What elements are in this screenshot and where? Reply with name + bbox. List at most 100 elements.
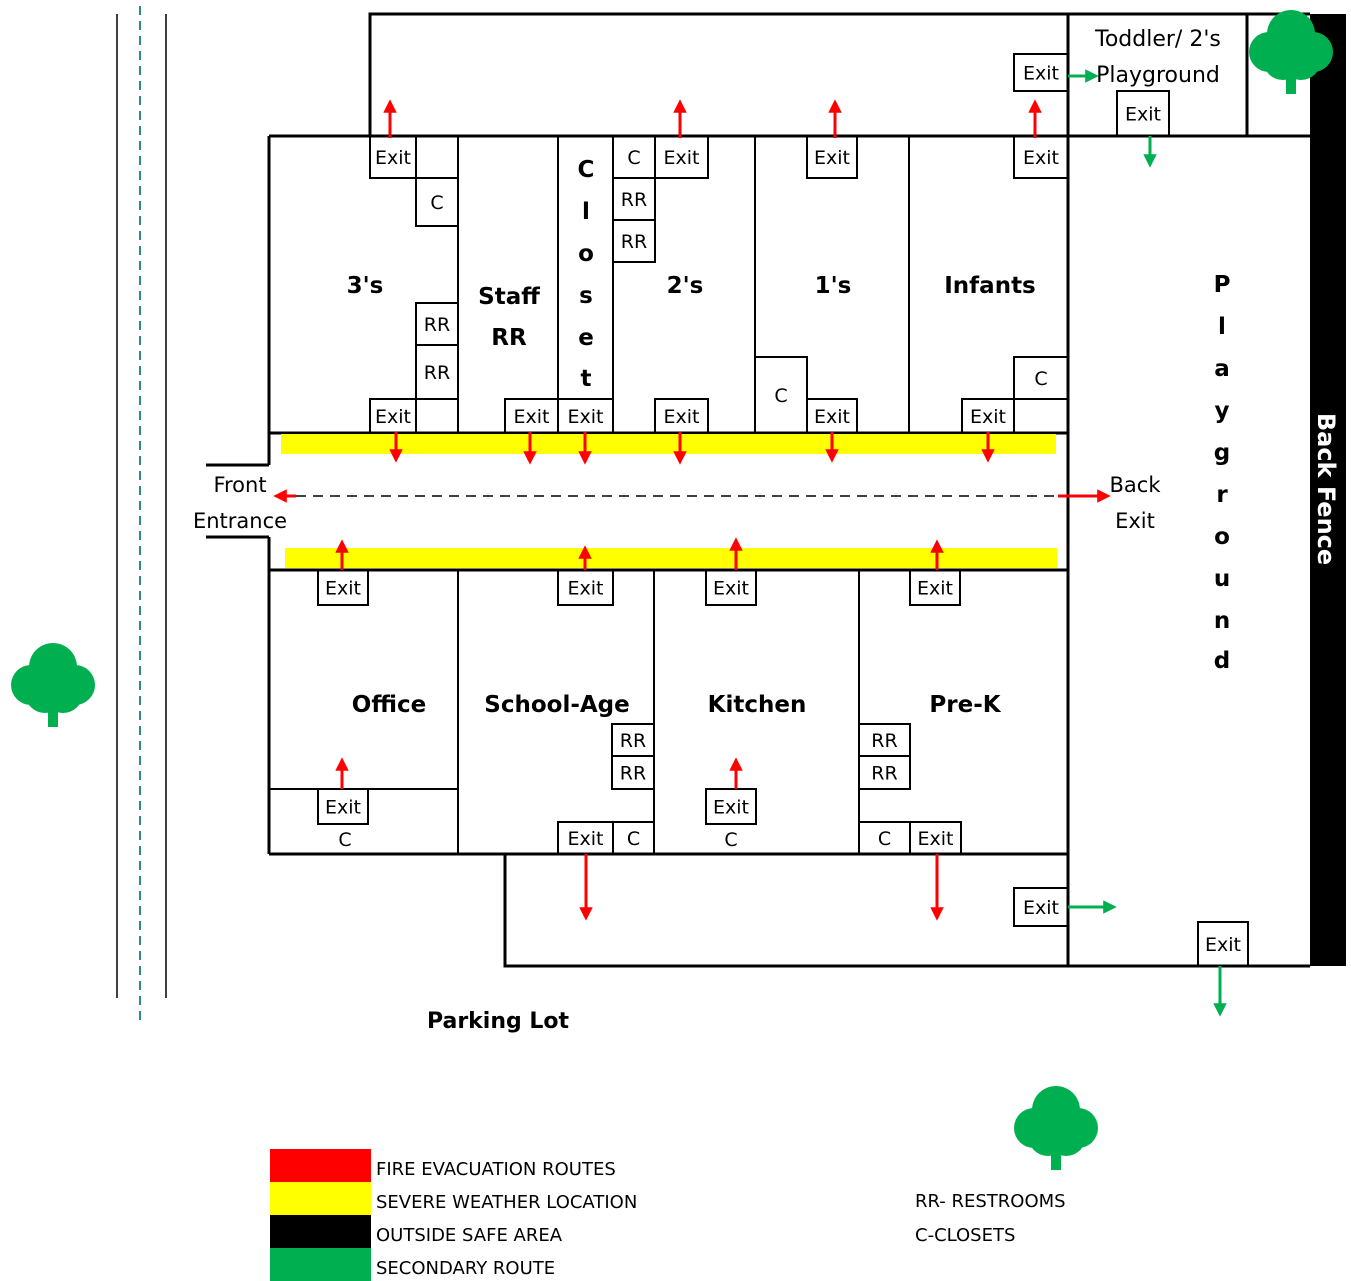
svg-text:Exit: Exit	[325, 578, 361, 600]
exit-marker: Exit	[369, 398, 417, 434]
legend-label-weather: SEVERE WEATHER LOCATION	[376, 1192, 637, 1213]
closet-letter: s	[579, 283, 593, 309]
legend-swatch-secondary	[270, 1248, 371, 1281]
closet-letter: l	[582, 199, 590, 225]
svg-text:Exit: Exit	[970, 406, 1006, 428]
room-prek-label: Pre-K	[929, 692, 1001, 718]
restroom-marker: RR	[415, 302, 459, 346]
room-labels: 3's Staff RR 2's 1's Infants Office Scho…	[347, 27, 1221, 718]
svg-text:Exit: Exit	[568, 828, 604, 850]
trees	[11, 10, 1333, 1170]
exit-marker: Exit	[654, 135, 709, 179]
closet-letter: e	[578, 325, 594, 351]
legend-label-secondary: SECONDARY ROUTE	[376, 1258, 555, 1279]
severe-weather-band-north	[281, 434, 1056, 454]
playground-letter: r	[1216, 482, 1228, 508]
legend-swatch-weather	[270, 1182, 371, 1215]
exit-marker: Exit	[504, 398, 559, 434]
svg-text:C: C	[627, 147, 640, 169]
exit-marker: Exit	[317, 569, 369, 606]
exit-marker: Exit	[909, 821, 962, 855]
playground-letter: n	[1214, 608, 1230, 634]
exit-marker: Exit	[317, 788, 369, 825]
playground-letter: l	[1218, 314, 1226, 340]
exit-marker: Exit	[1013, 887, 1069, 927]
closet-marker: C	[612, 135, 656, 179]
playground-letter: y	[1215, 398, 1230, 424]
svg-text:Exit: Exit	[514, 406, 550, 428]
closet-marker: C	[754, 356, 808, 434]
parking-lot-label: Parking Lot	[427, 1009, 570, 1034]
back-fence	[1310, 14, 1346, 966]
exit-marker: Exit	[557, 821, 614, 855]
restroom-marker: RR	[612, 177, 656, 221]
back-exit-label-2: Exit	[1115, 509, 1155, 533]
route-arrows	[273, 69, 1227, 1017]
svg-text:Exit: Exit	[918, 828, 954, 850]
closet-letter: C	[578, 157, 595, 183]
svg-text:RR: RR	[621, 231, 647, 253]
svg-text:RR: RR	[424, 362, 450, 384]
exit-marker: Exit	[961, 398, 1015, 434]
room-staff-rr-label: RR	[491, 325, 527, 351]
room-ones-label: 1's	[815, 273, 852, 299]
tree-icon	[11, 643, 95, 727]
svg-text:Exit: Exit	[1023, 63, 1059, 85]
restroom-marker: RR	[612, 219, 656, 263]
svg-text:Exit: Exit	[917, 578, 953, 600]
room-office-label: Office	[352, 692, 426, 718]
legend-note-restrooms: RR- RESTROOMS	[915, 1191, 1066, 1212]
svg-text:Exit: Exit	[325, 797, 361, 819]
svg-text:RR: RR	[621, 189, 647, 211]
closet-vertical-label: C l o s e t	[578, 157, 595, 392]
closet-letter: t	[581, 366, 592, 392]
room-kitchen-label: Kitchen	[708, 692, 807, 718]
exit-marker: Exit	[1013, 53, 1069, 92]
exit-marker: Exit	[1013, 135, 1069, 179]
svg-text:Exit: Exit	[814, 406, 850, 428]
svg-text:RR: RR	[871, 763, 897, 785]
svg-text:Exit: Exit	[814, 147, 850, 169]
tree-icon	[1014, 1086, 1098, 1170]
svg-text:C: C	[878, 828, 891, 850]
svg-text:Exit: Exit	[1023, 897, 1059, 919]
front-entrance-label-2: Entrance	[193, 509, 287, 533]
svg-text:RR: RR	[620, 730, 646, 752]
svg-text:Exit: Exit	[713, 578, 749, 600]
street	[116, 6, 167, 1020]
playground-letter: o	[1214, 524, 1230, 550]
exit-marker: Exit	[909, 569, 961, 606]
svg-text:Exit: Exit	[1125, 104, 1161, 126]
room-threes-label: 3's	[347, 273, 384, 299]
playground-letter: a	[1214, 356, 1230, 382]
legend-note-closets: C-CLOSETS	[915, 1225, 1015, 1246]
legend: FIRE EVACUATION ROUTES SEVERE WEATHER LO…	[270, 1149, 1066, 1281]
restroom-marker: RR	[858, 755, 911, 790]
legend-swatch-fire	[270, 1149, 371, 1182]
exit-marker: Exit	[557, 569, 614, 606]
svg-text:RR: RR	[424, 314, 450, 336]
playground-letter: g	[1214, 440, 1230, 466]
svg-text:Exit: Exit	[568, 406, 604, 428]
back-exit-label: Back	[1110, 473, 1162, 497]
room-infants-label: Infants	[944, 273, 1036, 299]
svg-text:Exit: Exit	[664, 406, 700, 428]
restroom-marker: RR	[415, 344, 459, 400]
front-entrance-label: Front	[213, 473, 266, 497]
exit-marker: Exit	[705, 788, 757, 825]
toddler-playground-label-2: Playground	[1096, 63, 1220, 88]
back-fence-label: Back Fence	[1312, 413, 1340, 565]
room-school-age-label: School-Age	[484, 692, 629, 718]
svg-text:Exit: Exit	[713, 797, 749, 819]
restroom-marker: RR	[611, 723, 655, 757]
closet-marker: C	[724, 829, 737, 851]
svg-text:Exit: Exit	[568, 578, 604, 600]
exit-marker: Exit	[557, 398, 614, 434]
closet-marker: C	[415, 177, 459, 227]
svg-text:Exit: Exit	[375, 406, 411, 428]
playground-letter: d	[1214, 648, 1230, 674]
restroom-marker: RR	[611, 755, 655, 790]
playground-vertical-label: P l a y g r o u n d	[1214, 272, 1231, 674]
